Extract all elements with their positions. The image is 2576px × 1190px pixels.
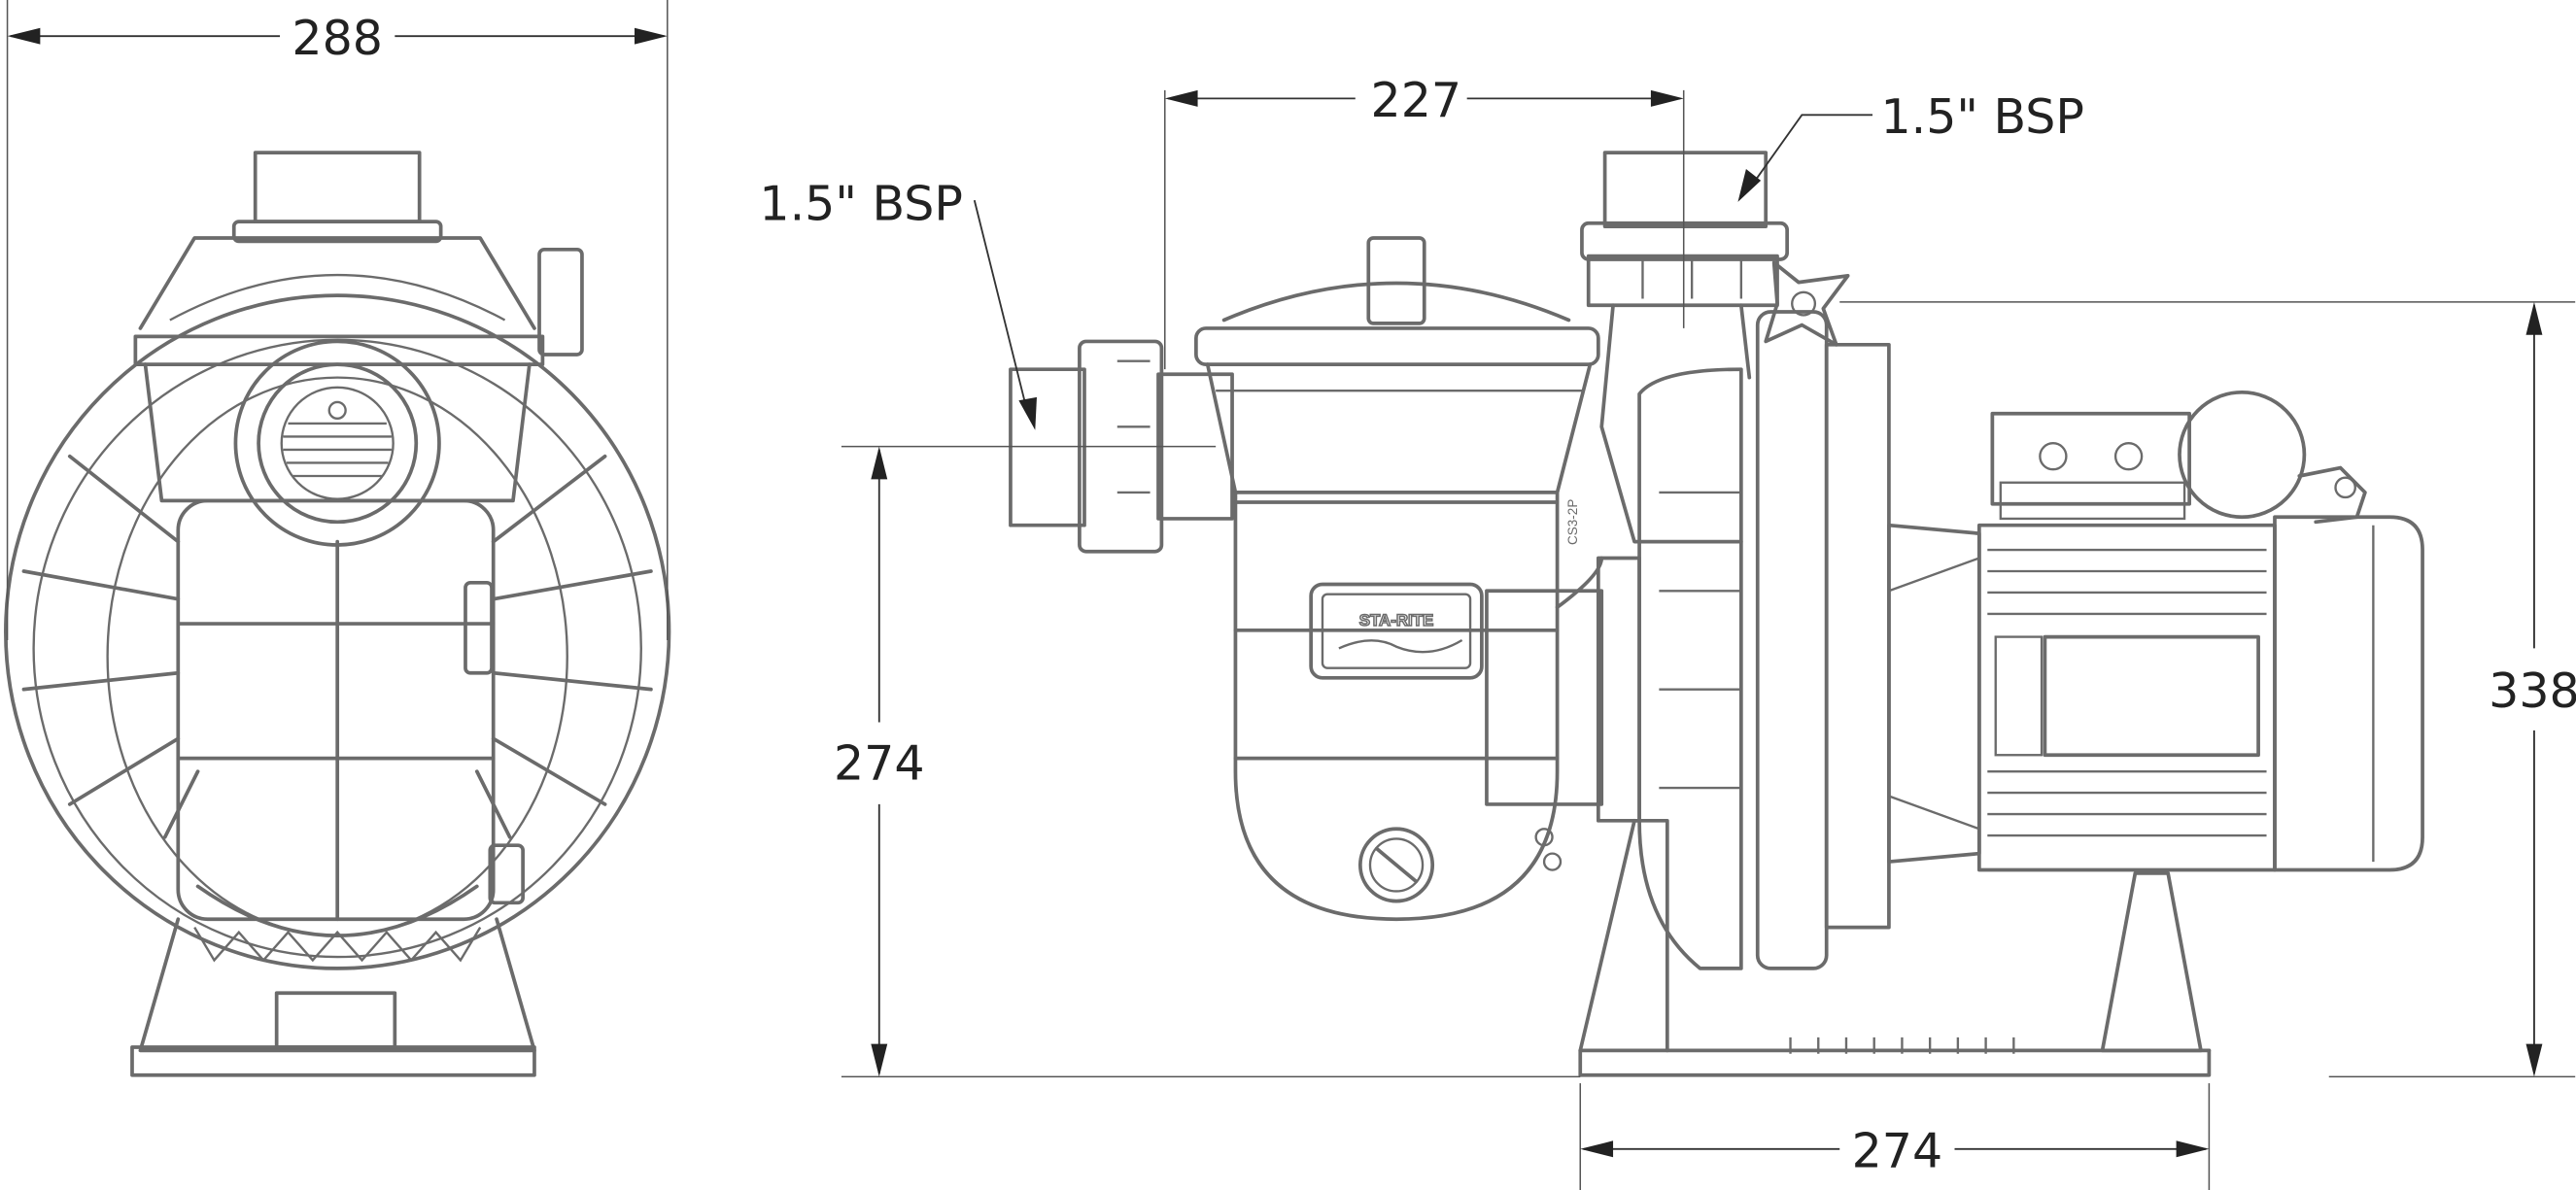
side-view: STA-RITE CS3-2P bbox=[1009, 151, 2424, 1077]
model-mold-text: CS3-2P bbox=[1565, 499, 1580, 545]
dim-overall-height: 338 bbox=[2489, 663, 2576, 719]
front-view bbox=[4, 151, 671, 1077]
brand-logo-text: STA-RITE bbox=[1359, 611, 1434, 629]
dimension-lines: 288 227 1.5" BSP 1.5" BSP 274 338 274 bbox=[6, 0, 2576, 1190]
dim-inlet-outlet-distance: 227 bbox=[1371, 73, 1462, 128]
dim-inlet-height: 274 bbox=[834, 736, 925, 792]
inlet-size-label: 1.5" BSP bbox=[759, 176, 962, 231]
outlet-size-label: 1.5" BSP bbox=[1880, 89, 2083, 145]
dim-base-length: 274 bbox=[1852, 1123, 1943, 1178]
dim-front-width: 288 bbox=[292, 11, 383, 66]
